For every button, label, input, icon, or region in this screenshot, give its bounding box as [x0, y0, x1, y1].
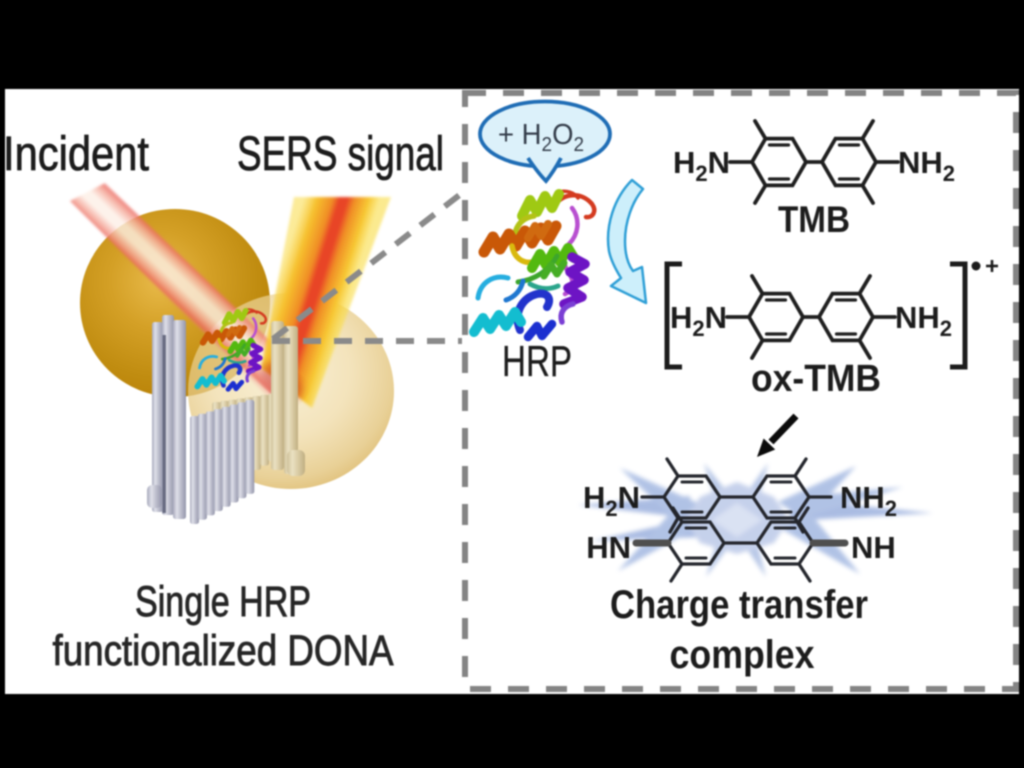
svg-text:Incident: Incident — [3, 128, 149, 181]
svg-text:TMB: TMB — [778, 199, 850, 240]
svg-text:H2N: H2N — [583, 480, 640, 521]
svg-text:NH: NH — [851, 530, 896, 565]
svg-text:functionalized DONA: functionalized DONA — [53, 627, 394, 675]
svg-text:Single HRP: Single HRP — [135, 578, 311, 626]
svg-text:complex: complex — [670, 633, 815, 677]
svg-text:SERS signal: SERS signal — [237, 128, 444, 181]
svg-text:HRP: HRP — [502, 337, 572, 386]
svg-text:ox-TMB: ox-TMB — [751, 358, 881, 400]
svg-text:HN: HN — [586, 530, 631, 565]
svg-text:H2N: H2N — [670, 300, 727, 341]
svg-text:Charge transfer: Charge transfer — [610, 583, 868, 627]
svg-text:+ H2O2: + H2O2 — [498, 119, 584, 156]
